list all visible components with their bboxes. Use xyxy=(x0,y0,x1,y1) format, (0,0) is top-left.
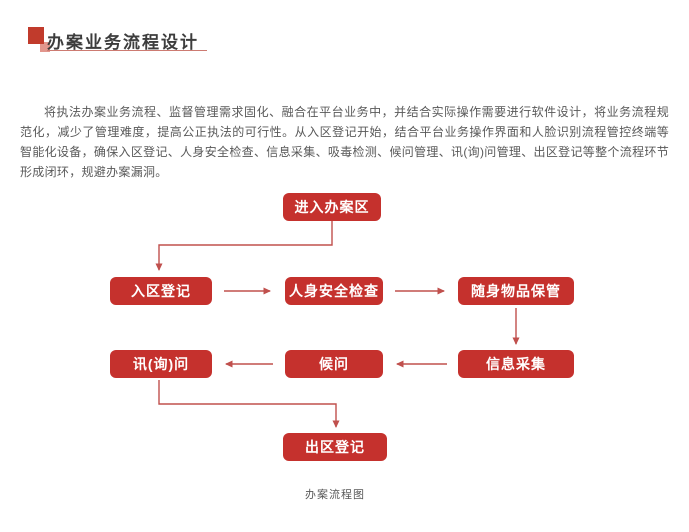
flow-node-waiting-room: 候问 xyxy=(285,350,383,378)
flow-node-exit-registration: 出区登记 xyxy=(283,433,387,461)
title-underline xyxy=(47,50,207,51)
flow-node-info-collection: 信息采集 xyxy=(458,350,574,378)
intro-paragraph: 将执法办案业务流程、监督管理需求固化、融合在平台业务中，并结合实际操作需要进行软… xyxy=(20,105,669,179)
flow-node-enter-case-area: 进入办案区 xyxy=(283,193,381,221)
title-marker-shadow-square xyxy=(40,42,50,52)
title-marker-icon xyxy=(28,27,52,53)
flow-node-interrogation: 讯(询)问 xyxy=(110,350,212,378)
flow-node-entry-registration: 入区登记 xyxy=(110,277,212,305)
title-marker-square xyxy=(28,27,44,44)
flow-node-personal-safety-check: 人身安全检查 xyxy=(285,277,383,305)
page-title: 办案业务流程设计 xyxy=(47,33,199,52)
flowchart-caption: 办案流程图 xyxy=(305,489,365,501)
flow-node-belongings-storage: 随身物品保管 xyxy=(458,277,574,305)
